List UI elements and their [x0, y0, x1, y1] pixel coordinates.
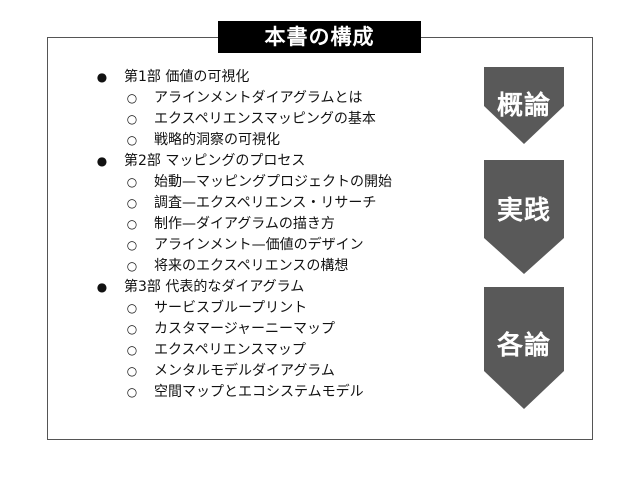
part-label: 第1部 価値の可視化 [124, 69, 250, 85]
chapter-list: ○ サービスブループリント ○ カスタマージャーニーマップ ○ エクスペリエンス… [124, 298, 472, 403]
chapter-label: エクスペリエンスマッピングの基本 [154, 111, 376, 127]
bullet-hollow-icon: ○ [126, 238, 138, 252]
bullet-filled-icon: ● [96, 70, 108, 84]
chapter-label: カスタマージャーニーマップ [154, 321, 336, 337]
chapter-item: ○ 空間マップとエコシステムモデル [124, 382, 472, 403]
chapter-label: 空間マップとエコシステムモデル [154, 384, 364, 400]
chapter-item: ○ エクスペリエンスマッピングの基本 [124, 109, 472, 130]
bullet-hollow-icon: ○ [126, 91, 138, 105]
bullet-hollow-icon: ○ [126, 133, 138, 147]
chapter-item: ○ 将来のエクスペリエンスの構想 [124, 256, 472, 277]
chapter-label: エクスペリエンスマップ [154, 342, 306, 358]
chapter-item: ○ エクスペリエンスマップ [124, 340, 472, 361]
chapter-label: アラインメント—価値のデザイン [154, 237, 364, 253]
bullet-filled-icon: ● [96, 280, 108, 294]
bullet-hollow-icon: ○ [126, 259, 138, 273]
bullet-filled-icon: ● [96, 154, 108, 168]
part-item: ● 第1部 価値の可視化 ○ アラインメントダイアグラムとは ○ エクスペリエン… [92, 67, 472, 151]
bullet-hollow-icon: ○ [126, 322, 138, 336]
chapter-label: 調査—エクスペリエンス・リサーチ [154, 195, 377, 211]
section-arrow-practice: 実践 [484, 160, 564, 274]
bullet-hollow-icon: ○ [126, 301, 138, 315]
chapter-item: ○ 調査—エクスペリエンス・リサーチ [124, 193, 472, 214]
part-item: ● 第2部 マッピングのプロセス ○ 始動—マッピングプロジェクトの開始 ○ 調… [92, 151, 472, 277]
chapter-item: ○ サービスブループリント [124, 298, 472, 319]
chevron-down-arrow-icon [484, 67, 564, 144]
chapter-label: 制作—ダイアグラムの描き方 [154, 216, 335, 232]
arrow-label: 実践 [496, 196, 551, 226]
chapter-item: ○ 始動—マッピングプロジェクトの開始 [124, 172, 472, 193]
part-label: 第3部 代表的なダイアグラム [124, 279, 305, 295]
bullet-hollow-icon: ○ [126, 385, 138, 399]
chapter-label: サービスブループリント [154, 300, 308, 316]
chapter-label: メンタルモデルダイアグラム [154, 363, 335, 379]
chevron-down-arrow-icon [484, 160, 564, 274]
chapter-label: アラインメントダイアグラムとは [154, 90, 363, 106]
bullet-hollow-icon: ○ [126, 175, 138, 189]
chapter-item: ○ カスタマージャーニーマップ [124, 319, 472, 340]
chevron-down-arrow-icon [484, 287, 564, 409]
bullet-hollow-icon: ○ [126, 196, 138, 210]
section-arrow-overview: 概論 [484, 67, 564, 144]
page-title: 本書の構成 [218, 21, 421, 53]
section-arrow-details: 各論 [484, 287, 564, 409]
chapter-item: ○ 戦略的洞察の可視化 [124, 130, 472, 151]
part-label: 第2部 マッピングのプロセス [124, 153, 306, 169]
chapter-item: ○ メンタルモデルダイアグラム [124, 361, 472, 382]
chapter-item: ○ アラインメント—価値のデザイン [124, 235, 472, 256]
chapter-item: ○ 制作—ダイアグラムの描き方 [124, 214, 472, 235]
chapter-label: 始動—マッピングプロジェクトの開始 [154, 174, 392, 190]
part-item: ● 第3部 代表的なダイアグラム ○ サービスブループリント ○ カスタマージャ… [92, 277, 472, 403]
bullet-hollow-icon: ○ [126, 343, 138, 357]
chapter-label: 将来のエクスペリエンスの構想 [154, 258, 349, 274]
chapter-label: 戦略的洞察の可視化 [154, 132, 280, 148]
arrow-label: 各論 [496, 331, 551, 361]
bullet-hollow-icon: ○ [126, 217, 138, 231]
bullet-hollow-icon: ○ [126, 112, 138, 126]
bullet-hollow-icon: ○ [126, 364, 138, 378]
chapter-list: ○ アラインメントダイアグラムとは ○ エクスペリエンスマッピングの基本 ○ 戦… [124, 88, 472, 151]
arrow-label: 概論 [496, 91, 551, 121]
chapter-list: ○ 始動—マッピングプロジェクトの開始 ○ 調査—エクスペリエンス・リサーチ ○… [124, 172, 472, 277]
chapter-item: ○ アラインメントダイアグラムとは [124, 88, 472, 109]
outline-list: ● 第1部 価値の可視化 ○ アラインメントダイアグラムとは ○ エクスペリエン… [92, 67, 472, 403]
